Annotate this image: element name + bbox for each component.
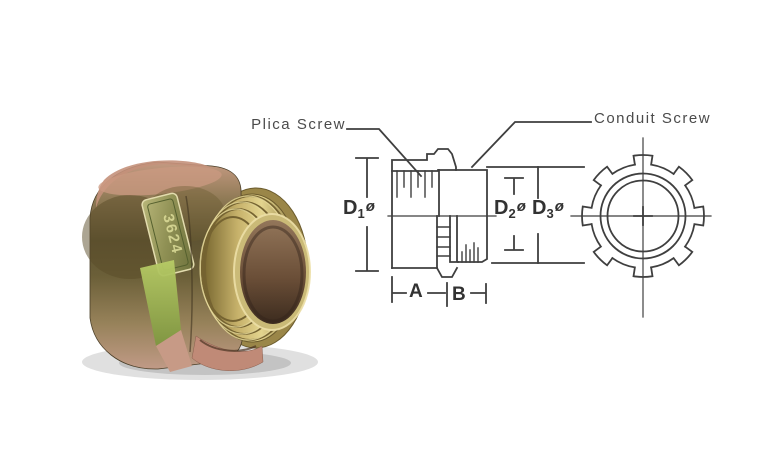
plica-thread-ticks [396, 170, 433, 198]
dim-ab-lines [391, 276, 487, 307]
conduit-screw-leader [470, 121, 592, 169]
clamp-tab [191, 335, 264, 371]
side-view [387, 148, 497, 278]
dim-label-d3: D3ø [532, 197, 564, 221]
bore-opening [233, 213, 311, 331]
dim-label-d1: D1ø [343, 197, 375, 221]
dim-label-a: A [409, 281, 423, 302]
plica-screw-label: Plica Screw [251, 116, 346, 133]
dim-d1-lines [355, 157, 379, 272]
conduit-thread-ticks [461, 242, 479, 263]
dimension-drawing [346, 121, 716, 318]
plica-screw-leader [346, 128, 423, 178]
stamp-plate: 3624 [141, 192, 195, 277]
dim-d2-d3-lines [486, 166, 585, 264]
dim-label-b: B [452, 284, 466, 305]
locknut-end-view [570, 137, 716, 318]
dim-label-d2: D2ø [494, 197, 526, 221]
center-cross [633, 206, 653, 226]
conduit-connector-photo: 3624 [82, 160, 318, 380]
green-facet [140, 260, 181, 346]
conduit-screw-label: Conduit Screw [594, 110, 712, 127]
